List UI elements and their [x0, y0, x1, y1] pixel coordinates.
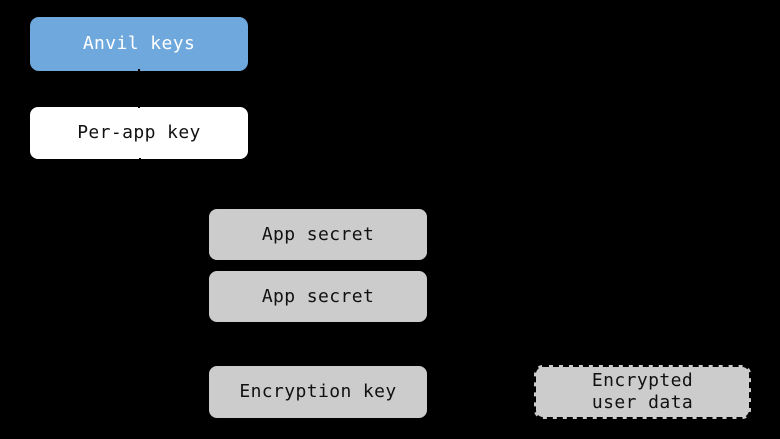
- node-encrypted-user-data: Encrypted user data: [534, 365, 751, 419]
- node-anvil-keys-label: Anvil keys: [82, 33, 196, 54]
- node-encrypted-user-data-label: Encrypted user data: [591, 370, 694, 413]
- node-app-secret-2-label: App secret: [261, 285, 375, 307]
- node-anvil-keys: Anvil keys: [30, 17, 248, 71]
- node-app-secret-1-label: App secret: [261, 223, 375, 245]
- node-app-secret-2: App secret: [208, 270, 428, 323]
- node-encryption-key: Encryption key: [208, 365, 428, 419]
- arrowhead-left-icon: [430, 385, 443, 399]
- node-app-secret-1: App secret: [208, 208, 428, 261]
- node-per-app-key: Per-app key: [29, 106, 249, 160]
- node-per-app-key-label: Per-app key: [77, 122, 201, 143]
- node-encryption-key-label: Encryption key: [239, 381, 397, 402]
